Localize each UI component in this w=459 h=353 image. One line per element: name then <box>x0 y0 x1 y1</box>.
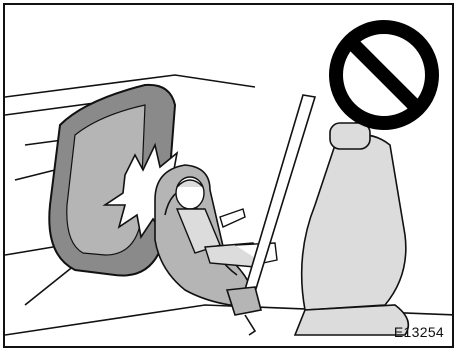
illustration-frame: E13254 <box>3 3 454 348</box>
figure-code-label: E13254 <box>394 324 444 340</box>
passenger-seat <box>295 121 408 335</box>
illustration <box>5 5 454 348</box>
prohibition-icon <box>336 27 432 123</box>
